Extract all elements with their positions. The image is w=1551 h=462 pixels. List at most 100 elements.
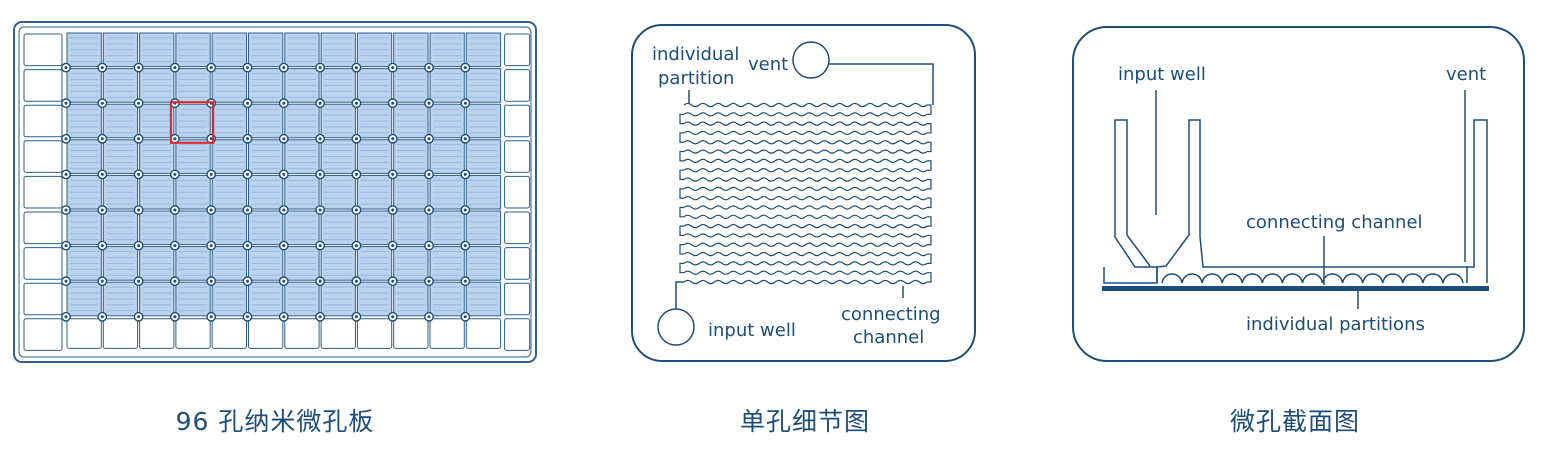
plate-pore-inner [463,315,467,319]
plate-pore-inner [64,315,68,319]
highlighted-well-box [169,101,215,144]
label-section-individual-partitions: individual partitions [1246,314,1425,335]
plate-pore-inner [173,244,177,248]
input-connector-line [675,281,684,309]
plate-pore-inner [391,315,395,319]
vent-circle [792,41,830,79]
plate-edge-cell-bottom [248,318,284,349]
partition-lane [683,112,928,117]
label-connecting-line1: connecting [841,304,941,325]
plate-pore-inner [209,315,213,319]
plate-pore-inner [282,66,286,70]
plate-pore-inner [137,172,141,176]
plate-edge-cell-right [504,211,531,245]
plate-pore-inner [463,279,467,283]
plate-pore-inner [173,208,177,212]
plate-pore-inner [354,172,358,176]
plate-pore-inner [391,66,395,70]
plate-pore-inner [463,101,467,105]
plate-pore-inner [246,315,249,319]
plate-pore-inner [64,101,68,105]
plate-pore-inner [318,101,322,105]
plate-pore-inner [463,137,467,141]
plate-pore-inner [463,66,467,70]
label-section-vent: vent [1446,64,1486,85]
partition-lane [683,251,928,257]
plate-pore-inner [209,279,213,283]
section-partition-bumps [1161,273,1464,284]
plate-pore-inner [318,244,322,248]
partition-lane [683,233,928,238]
plate-edge-cell-bottom [66,318,102,349]
plate-pore-inner [391,172,395,176]
plate-pore-inner [64,66,68,70]
plate-edge-cell-left [23,282,63,316]
plate-pore-inner [64,208,68,212]
partition-lane [683,186,928,192]
partition-lane [683,279,928,285]
plate-pore-inner [463,208,467,212]
plate-pore-inner [246,208,249,212]
partition-lane [683,242,928,247]
plate-edge-cell-bottom [465,318,502,349]
plate-pore-inner [173,279,177,283]
plate-pore-inner [209,244,213,248]
label-input-well: input well [708,320,796,341]
plate-panel [13,21,537,363]
plate-pore-inner [282,315,286,319]
plate-pore-inner [354,279,358,283]
plate-edge-cell-right [504,282,531,316]
plate-pore-inner [64,244,68,248]
section-frame [1072,26,1525,362]
plate-pore-inner [282,101,286,105]
label-channel-line2: channel [853,327,924,348]
plate-pore-inner [100,172,104,176]
partition-lane [683,158,928,164]
partition-lane [683,223,928,229]
plate-edge-cell-right [504,247,531,280]
plate-edge-cell-left [23,211,63,245]
plate-pore-inner [318,315,322,319]
plate-pore-inner [100,137,104,141]
partition-lane [683,140,928,145]
plate-pore-inner [282,244,286,248]
plate-edge-cell-bottom [356,318,393,349]
plate-pore-inner [100,244,104,248]
plate-pore-inner [246,172,249,176]
plate-pore-inner [318,137,322,141]
partition-lane [683,130,928,136]
plate-pore-inner [246,137,249,141]
plate-pore-inner [209,66,213,70]
label-partition-line2: partition [658,68,734,89]
caption-section: 微孔截面图 [1229,407,1360,436]
partition-lane [683,195,928,201]
plate-pore-inner [173,66,177,70]
detail-serpentine-channels [679,102,932,285]
section-panel: input well vent connecting channel indiv… [1072,26,1525,362]
plate-pore-inner [209,172,213,176]
vent-connector-line [829,63,934,105]
plate-pore-inner [100,315,104,319]
plate-pore-inner [318,66,322,70]
plate-pore-inner [354,208,358,212]
label-individual-line1: individual [652,44,739,65]
plate-pore-inner [427,244,431,248]
plate-pore-inner [318,208,322,212]
plate-pore-inner [246,279,249,283]
plate-pore-inner [427,137,431,141]
plate-pore-inner [318,279,322,283]
plate-pore-inner [427,315,431,319]
input-well-right-wall-and-channel [1156,119,1468,283]
plate-pore-inner [173,172,177,176]
plate-pore-inner [173,137,177,141]
input-well-left-wall [1103,119,1158,284]
plate-edge-cell-bottom [175,318,211,349]
partition-lane [683,261,928,266]
plate-edge-cell-bottom [211,318,247,349]
plate-pore-inner [64,172,68,176]
plate-pore-inner [173,315,177,319]
plate-edge-cell-bottom [139,318,175,349]
detail-frame [631,24,976,362]
partition-lane [683,168,928,173]
